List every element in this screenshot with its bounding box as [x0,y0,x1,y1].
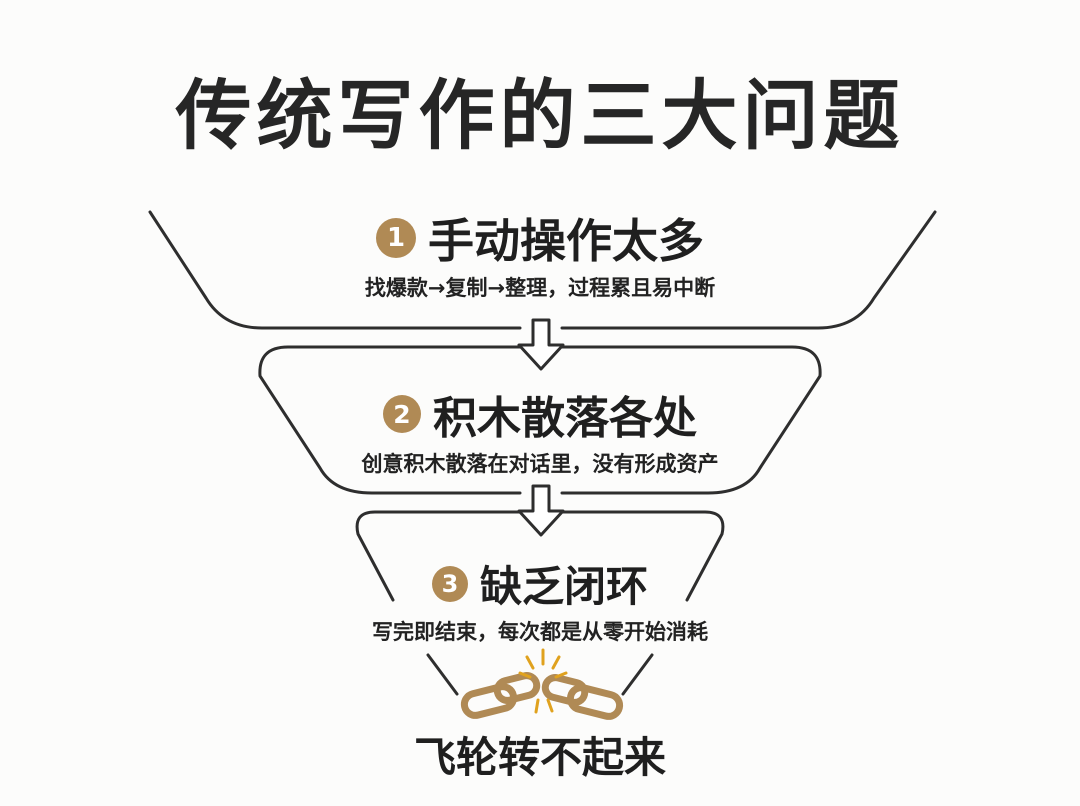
stage-2-number-badge: 2 [383,395,421,433]
stage-2-description: 创意积木散落在对话里，没有形成资产 [361,452,719,476]
broken-chain-icon [460,648,624,720]
page-title: 传统写作的三大问题 [175,71,905,160]
stage-1-description: 找爆款→复制→整理，过程累且易中断 [364,276,716,300]
stage-3-number-badge: 3 [431,565,468,602]
stage-3-description: 写完即结束，每次都是从零开始消耗 [372,620,708,644]
stage-3-title: 缺乏闭环 [479,562,648,611]
down-arrow-icon [517,318,565,371]
result-caption: 飞轮转不起来 [413,733,666,782]
stage-3-heading: 3 缺乏闭环 [0,553,1080,614]
funnel-tier-1 [148,210,937,330]
stage-2-title: 积木散落各处 [433,393,697,444]
funnel-tier-2 [258,345,822,495]
stage-1-number-badge: 1 [376,218,416,258]
stage-2-heading: 2 积木散落各处 [0,382,1080,446]
stage-1-title: 手动操作太多 [428,214,704,268]
funnel-tail [426,653,654,696]
stage-1-heading: 1 手动操作太多 [0,205,1080,271]
down-arrow-icon [517,484,565,537]
funnel-tier-3 [355,510,725,602]
